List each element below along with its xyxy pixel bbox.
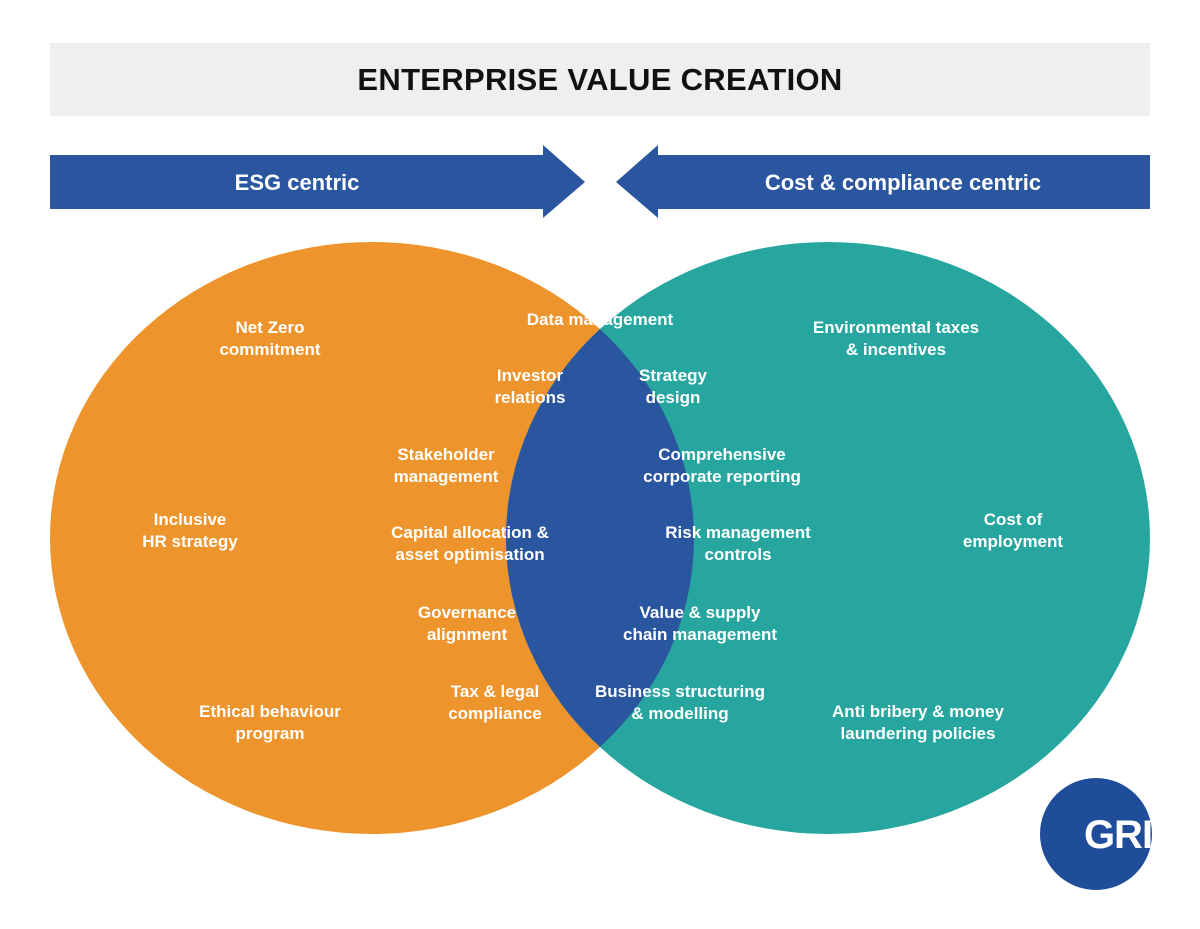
overlap-item-label: Business structuring& modelling bbox=[595, 682, 765, 723]
gri-logo bbox=[1040, 778, 1152, 890]
cost-compliance-centric-arrow bbox=[616, 145, 1150, 218]
overlap-item-label: Data management bbox=[527, 310, 674, 329]
page-title: ENTERPRISE VALUE CREATION bbox=[357, 61, 843, 97]
esg-centric-arrow bbox=[50, 145, 585, 218]
cost-compliance-centric-label: Cost & compliance centric bbox=[765, 170, 1041, 195]
overlap-item-label: Capital allocation &asset optimisation bbox=[391, 523, 549, 564]
esg-centric-label: ESG centric bbox=[235, 170, 360, 195]
gri-logo-text: GRI bbox=[1084, 813, 1152, 857]
esg-circle bbox=[50, 242, 694, 834]
cost-compliance-item-label: Environmental taxes& incentives bbox=[813, 318, 979, 359]
cost-compliance-circle bbox=[506, 242, 1150, 834]
title-bar: ENTERPRISE VALUE CREATION bbox=[50, 43, 1150, 116]
